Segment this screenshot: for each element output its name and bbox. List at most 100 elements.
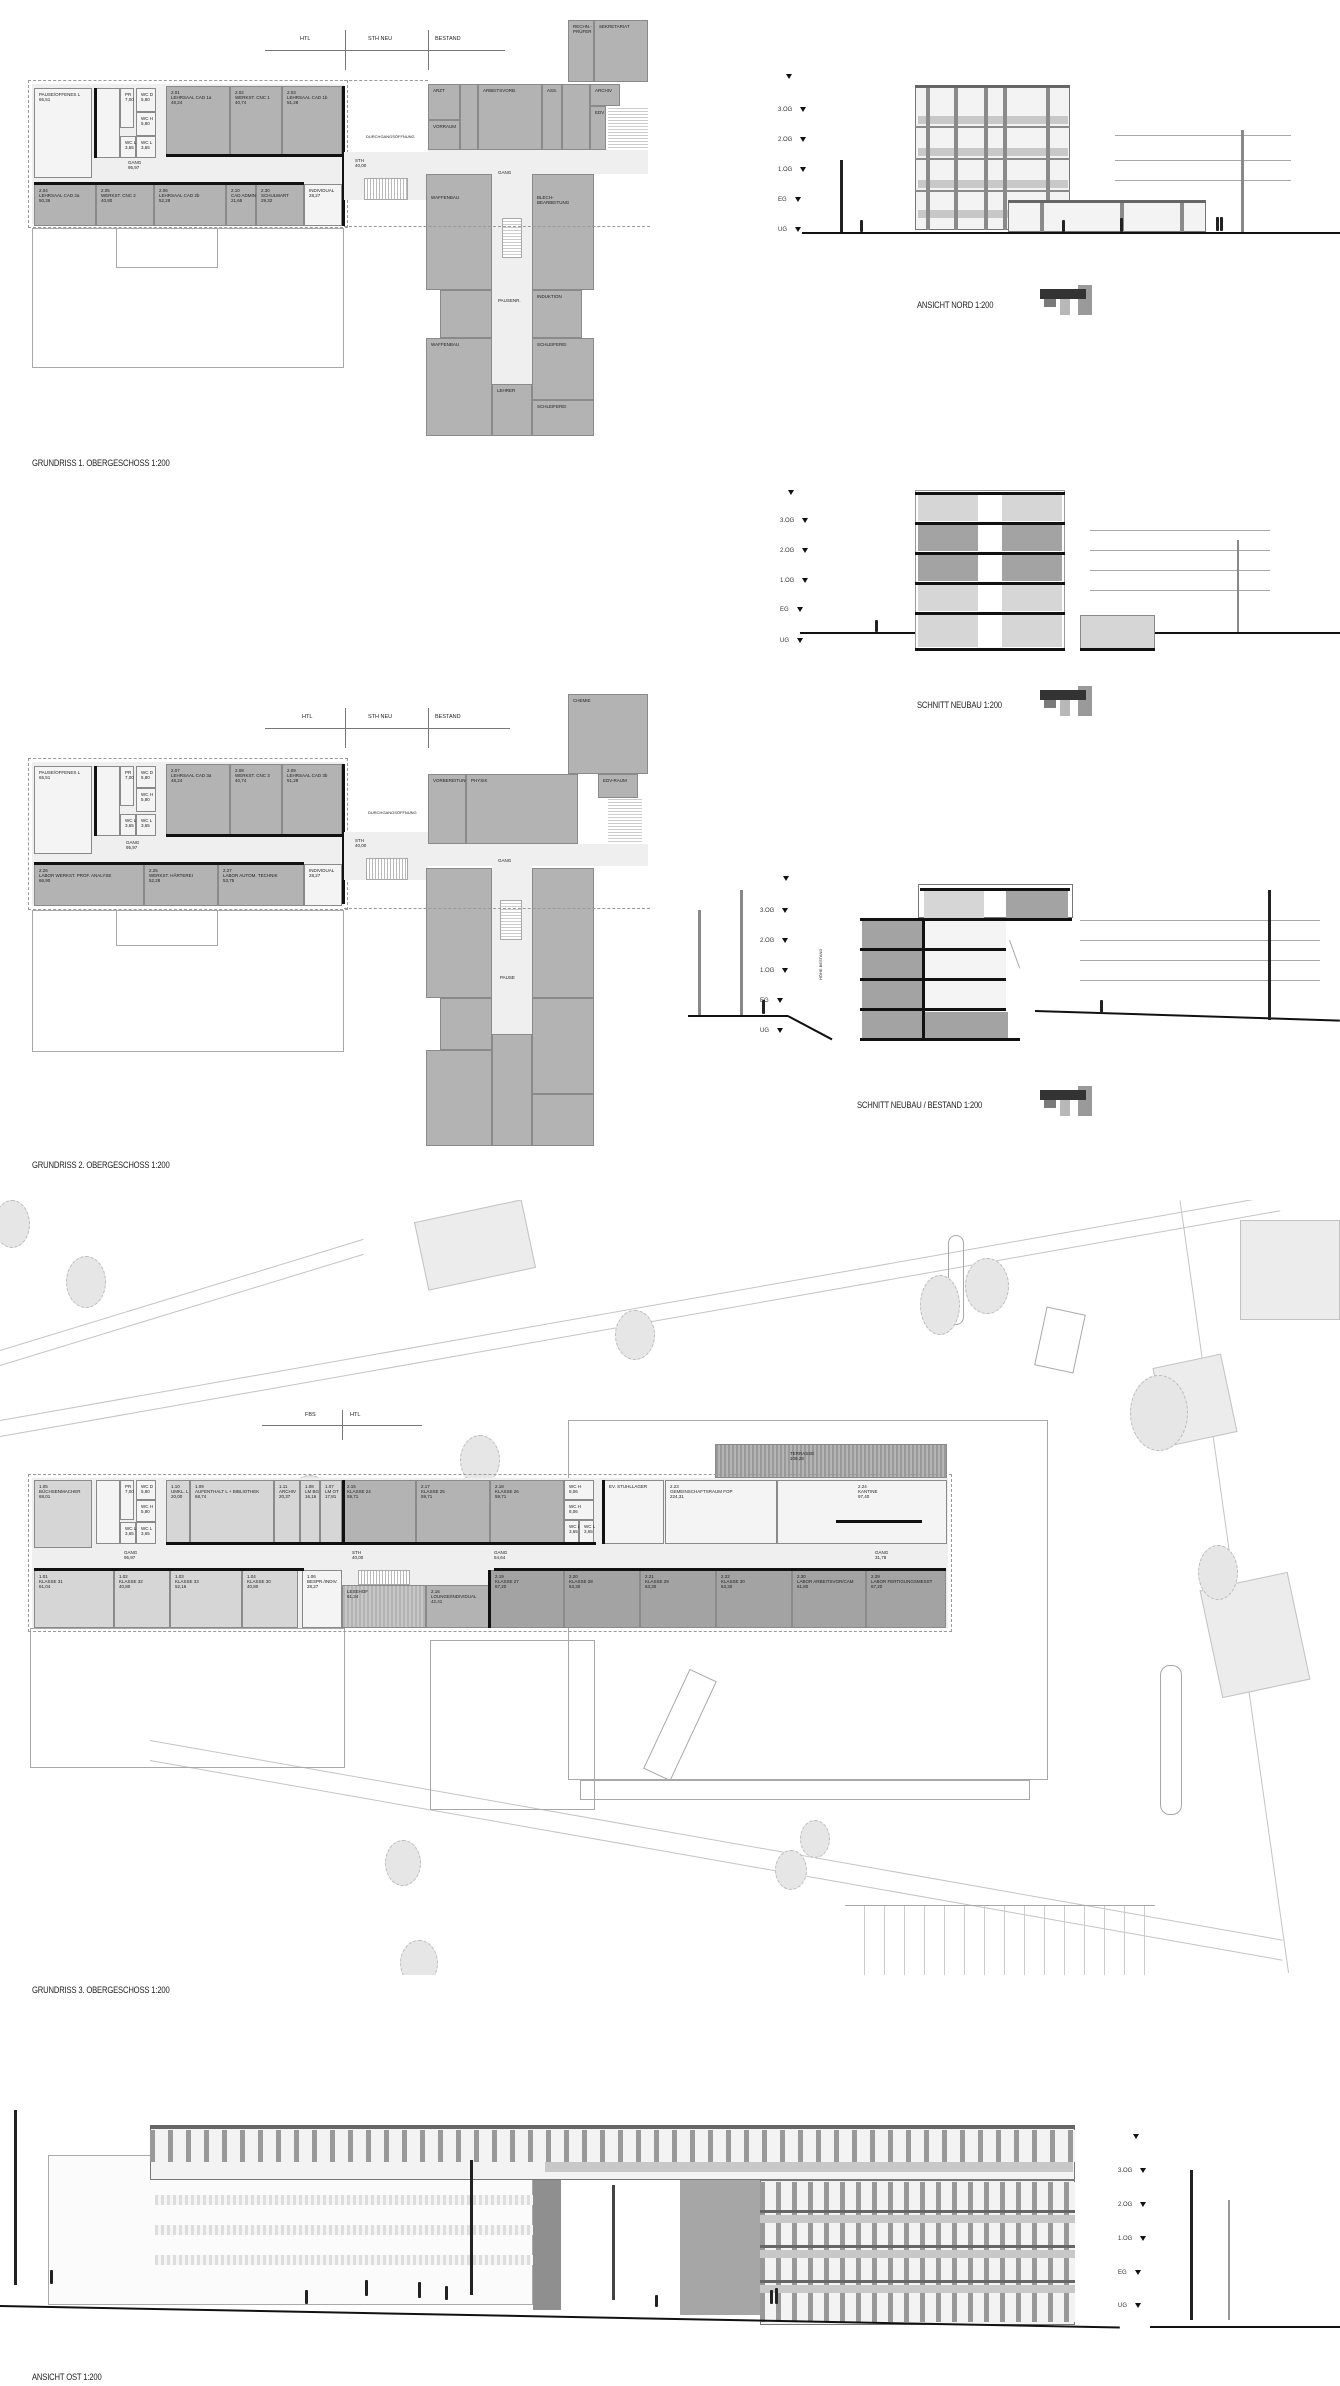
bestand-spine-stair bbox=[502, 218, 522, 258]
room-2-07: 2.07 LEHRSAAL CAD 3a 48,24 bbox=[166, 764, 230, 836]
room-2-16: 2.16 LOUNGE/INDIVIDUAL 42,41 bbox=[426, 1585, 490, 1628]
bestand-archiv: ARCHIV bbox=[590, 84, 620, 106]
section-neubau: 3.OG 2.OG 1.OG EG UG bbox=[740, 470, 1340, 670]
marker-sth-neu-2: STH NEU bbox=[368, 714, 393, 720]
floor-plan-1og: HTL STH NEU BESTAND PAUSE/OFFENES L 65,5… bbox=[0, 0, 670, 480]
room-wc-d-2: WC D 5,80 bbox=[136, 766, 156, 788]
sth-label-2: STH 40,00 bbox=[355, 838, 367, 848]
bestand-induktion: INDUKTION bbox=[532, 290, 582, 338]
marker-bestand-2: BESTAND bbox=[435, 714, 461, 720]
keyplan-north bbox=[1040, 285, 1094, 315]
room-2-15: 2.15 KLASSE 24 59,71 bbox=[342, 1480, 416, 1544]
elevation-east: 3.OG 2.OG 1.OG EG UG bbox=[0, 2090, 1340, 2330]
bestand-room bbox=[562, 84, 590, 150]
bestand-wc-block bbox=[440, 290, 492, 338]
room-stair bbox=[96, 88, 120, 158]
level-eg: EG bbox=[778, 197, 801, 203]
title-grundriss-1og: GRUNDRISS 1. OBERGESCHOSS 1:200 bbox=[32, 458, 170, 468]
room-2-21: 2.21 KLASSE 29 63,30 bbox=[640, 1570, 716, 1628]
room-lesehof: LESEHOF 61,34 bbox=[342, 1585, 426, 1628]
room-1-01: 1.01 KLASSE 31 61,04 bbox=[34, 1570, 114, 1628]
bestand-physik: PHYSIK bbox=[466, 774, 578, 844]
level-2og: 2.OG bbox=[778, 137, 807, 143]
room-wc-l-3d: WC L 3,65 bbox=[579, 1520, 595, 1544]
room-pause-offenes: PAUSE/OFFENES L 65,51 bbox=[34, 88, 92, 178]
room-2-29: 2.29 LABOR FERTIGUNGSMESST 67,20 bbox=[866, 1570, 946, 1628]
level-ug: UG bbox=[778, 227, 801, 233]
room-2-30-labor: 2.30 LABOR ARBEITSVOR/CAM 61,80 bbox=[792, 1570, 866, 1628]
corridor-gang-label: GANG 95,97 bbox=[128, 160, 142, 170]
room-2-18: 2.18 KLASSE 26 59,71 bbox=[490, 1480, 564, 1544]
room-stuhllager: EV. STUHLLAGER bbox=[604, 1480, 664, 1544]
title-ansicht-nord: ANSICHT NORD 1:200 bbox=[917, 300, 994, 310]
room-wc-h: WC H 5,80 bbox=[136, 112, 156, 136]
corridor-gang-label-3c: GANG 31,78 bbox=[875, 1550, 889, 1560]
room-pause-offenes-2: PAUSE/OFFENES L 65,51 bbox=[34, 766, 92, 854]
plan3-outline bbox=[28, 1474, 952, 1632]
room-2-22: 2.22 KLASSE 30 63,30 bbox=[716, 1570, 792, 1628]
level-3og: 3.OG bbox=[778, 107, 807, 113]
bestand-spine bbox=[492, 174, 532, 384]
bestand-arzt: ARZT bbox=[428, 84, 460, 120]
room-1-10: 1.10 UMKL. L 20,00 bbox=[166, 1480, 190, 1544]
room-individual-2: INDIVIDUAL 28,27 bbox=[304, 864, 342, 906]
room-wc-l-2: WC L 3,65 bbox=[136, 136, 156, 158]
room-individual: INDIVIDUAL 28,27 bbox=[304, 184, 342, 226]
pausenraum-label: PAUSENR. bbox=[498, 298, 521, 303]
bestand-rechn-pruefer: RECHN.- PRÜFER bbox=[568, 20, 594, 82]
level-1og: 1.OG bbox=[778, 167, 807, 173]
marker-htl: HTL bbox=[300, 36, 311, 42]
marker-fbs: FBS bbox=[305, 1412, 316, 1418]
bestand-chemie: CHEMIE bbox=[568, 694, 648, 774]
room-1-05: 1.05 BÜCHSENMACHER 68,01 bbox=[34, 1480, 92, 1548]
room-1-02: 1.02 KLASSE 32 40,80 bbox=[114, 1570, 170, 1628]
room-wc-l-3a: WC L 3,65 bbox=[120, 1522, 136, 1544]
room-2-25: 2.25 WERKST. HÄRTEREI 52,28 bbox=[144, 864, 218, 906]
room-wc-l-3b: WC L 3,65 bbox=[136, 1522, 156, 1544]
title-ansicht-ost: ANSICHT OST 1:200 bbox=[32, 2372, 102, 2382]
north-ground-line bbox=[802, 232, 1340, 234]
bestand-waffenbau-1: WAFFENBAU bbox=[426, 174, 492, 290]
pause-label-2: PAUSE bbox=[500, 975, 515, 980]
opening-label-2: DURCHGANGSÖFFNUNG bbox=[368, 810, 417, 815]
room-wc-l-2b: WC L 3,65 bbox=[136, 814, 156, 836]
room-2-01: 2.01 LEHRSAAL CAD 1a 48,24 bbox=[166, 86, 230, 156]
bestand-waffenbau-2: WAFFENBAU bbox=[426, 338, 492, 436]
bestand-corridor bbox=[428, 150, 648, 174]
bestand-ass: ASS. bbox=[542, 84, 562, 150]
keyplan-section-bestand bbox=[1040, 1086, 1094, 1116]
marker-htl-2: HTL bbox=[302, 714, 313, 720]
bestand-sekretariat: SEKRETARIAT bbox=[594, 20, 648, 82]
bestand-gang-label: GANG bbox=[498, 170, 512, 175]
bestand-flur bbox=[460, 84, 478, 150]
corridor-gang-label-3b: GANG 54,64 bbox=[494, 1550, 508, 1560]
keyplan-section-neubau bbox=[1040, 686, 1094, 716]
opening-label: DURCHGANGSÖFFNUNG bbox=[366, 134, 415, 139]
title-schnitt-neubau-bestand: SCHNITT NEUBAU / BESTAND 1:200 bbox=[857, 1100, 983, 1110]
room-2-04: 2.04 LEHRSAAL CAD 2a 50,36 bbox=[34, 184, 96, 226]
floor-plan-2og: HTL STH NEU BESTAND PAUSE/OFFENES L 65,5… bbox=[0, 690, 670, 1170]
room-wc-h-2: WC H 5,80 bbox=[136, 788, 156, 812]
room-2-20: 2.20 KLASSE 28 63,30 bbox=[564, 1570, 640, 1628]
bestand-stair bbox=[608, 106, 648, 150]
title-schnitt-neubau: SCHNITT NEUBAU 1:200 bbox=[917, 700, 1002, 710]
bestand-blechbearbeitung: BLECH- BEARBEITUNG bbox=[532, 174, 594, 290]
section-marker-line bbox=[265, 50, 505, 51]
bestand-schleiferei-2: SCHLEIFEREI bbox=[532, 400, 594, 436]
room-2-23: 2.23 GEMEINSCHAFTSRAUM FOP 224,31 bbox=[665, 1480, 777, 1544]
corridor-gang-label-2: GANG 95,97 bbox=[126, 840, 140, 850]
room-1-08: 1.08 LM BG 16,16 bbox=[300, 1480, 320, 1544]
room-wc-d: WC D 5,80 bbox=[136, 88, 156, 112]
bestand-edv-raum: EDV-RAUM bbox=[598, 774, 638, 798]
room-wc-l-2a: WC L 3,65 bbox=[120, 814, 136, 836]
bestand-lehrer: LEHRER bbox=[492, 384, 532, 436]
room-pr-3: PR 7,00 bbox=[120, 1480, 134, 1520]
sth-label: STH 40,00 bbox=[355, 158, 367, 168]
terrace: TERRASSE 109,28 bbox=[715, 1444, 947, 1478]
sth-stair bbox=[364, 178, 408, 200]
room-2-27: 2.27 LABOR AUTOM. TECHNIK 53,75 bbox=[218, 864, 304, 906]
room-2-03: 2.03 LEHRSAAL CAD 1b 51,28 bbox=[282, 86, 342, 156]
bestand-gang-label-2: GANG bbox=[498, 858, 512, 863]
room-2-26: 2.26 LABOR WERKST. PROF. ANALYSE 66,90 bbox=[34, 864, 144, 906]
room-1-07: 1.07 LM OT 17,81 bbox=[320, 1480, 342, 1544]
